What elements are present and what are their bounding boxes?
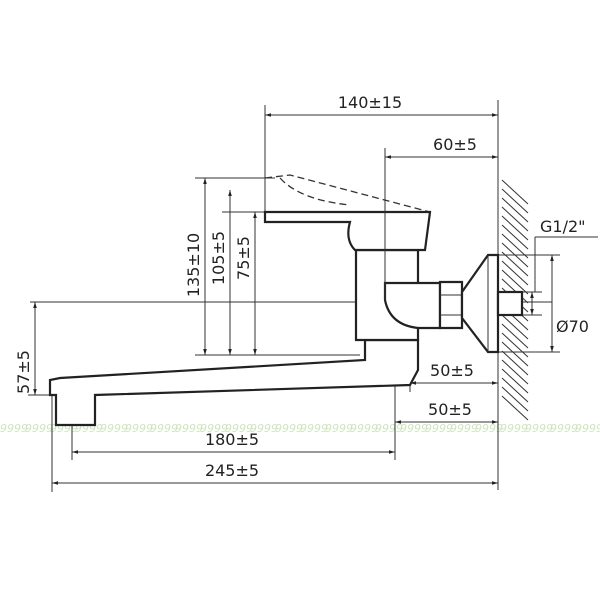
thread-label: G1/2" xyxy=(540,217,586,236)
hatch-line xyxy=(501,188,529,214)
hatch-line xyxy=(501,206,529,232)
watermark-row: 9999999999999999999999999999999999999999… xyxy=(0,422,600,435)
hatch-line xyxy=(501,251,529,277)
watermark-text: 9999 xyxy=(200,422,228,435)
dim-57: 57±5 xyxy=(14,350,33,394)
hatch-line xyxy=(501,233,529,259)
watermark-text: 9999 xyxy=(300,422,328,435)
watermark-text: 9999 xyxy=(550,422,578,435)
hatch-line xyxy=(501,332,529,358)
hatch-line xyxy=(501,350,529,376)
flange-diameter-label: Ø70 xyxy=(556,317,589,336)
watermark-text: 9999 xyxy=(275,422,303,435)
watermark-text: 9999 xyxy=(375,422,403,435)
dim-245: 245±5 xyxy=(205,461,259,480)
watermark-text: 9999 xyxy=(25,422,53,435)
hatch-line xyxy=(501,386,529,412)
dim-135: 135±10 xyxy=(184,233,203,297)
wall xyxy=(497,100,529,490)
watermark-text: 9999 xyxy=(125,422,153,435)
watermark-text: 9999 xyxy=(0,422,28,435)
watermark-text: 9999 xyxy=(100,422,128,435)
faucet xyxy=(48,174,524,427)
watermark-text: 9999 xyxy=(400,422,428,435)
dim-60: 60±5 xyxy=(433,135,477,154)
hatch-line xyxy=(501,260,529,286)
watermark-text: 9999 xyxy=(350,422,378,435)
hatch-line xyxy=(501,314,529,340)
watermark-text: 9999 xyxy=(325,422,353,435)
dimension-lines xyxy=(33,113,554,485)
watermark-text: 9999 xyxy=(250,422,278,435)
hatch-line xyxy=(501,197,529,223)
hatch-line xyxy=(501,395,529,421)
watermark-text: 9999 xyxy=(175,422,203,435)
hatch-line xyxy=(501,341,529,367)
dim-75: 75±5 xyxy=(234,236,253,280)
watermark-text: 9999 xyxy=(150,422,178,435)
dim-105: 105±5 xyxy=(209,231,228,285)
watermark-text: 9999 xyxy=(575,422,600,435)
hatch-line xyxy=(501,323,529,349)
hatch-line xyxy=(501,359,529,385)
dim-180: 180±5 xyxy=(205,430,259,449)
watermark-text: 9999 xyxy=(500,422,528,435)
watermark-text: 9999 xyxy=(425,422,453,435)
hatch-line xyxy=(501,179,529,205)
hatch-line xyxy=(501,368,529,394)
dim-50-lower: 50±5 xyxy=(428,400,472,419)
hatch-line xyxy=(501,215,529,241)
dim-140: 140±15 xyxy=(338,93,402,112)
hatch-line xyxy=(501,224,529,250)
watermark-text: 9999 xyxy=(225,422,253,435)
hatch-line xyxy=(501,377,529,403)
dim-50-upper: 50±5 xyxy=(430,361,474,380)
watermark-text: 9999 xyxy=(450,422,478,435)
watermark-text: 9999 xyxy=(525,422,553,435)
watermark-text: 9999 xyxy=(475,422,503,435)
hatch-line xyxy=(501,269,529,295)
